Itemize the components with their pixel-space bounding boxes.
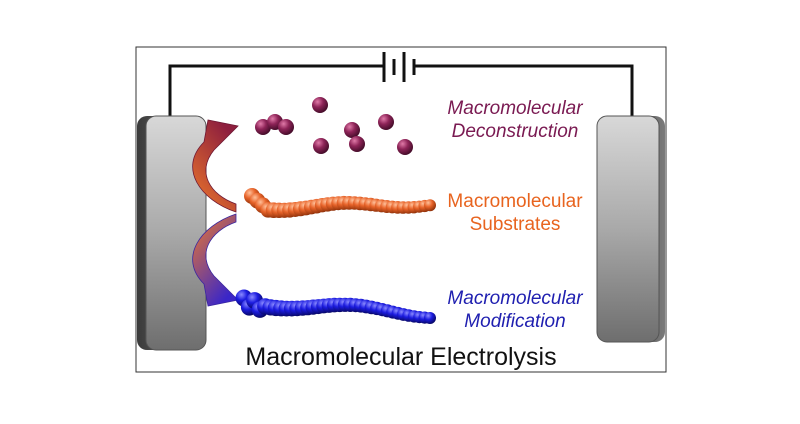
deconstruction-label-line1: Macromolecular [447, 98, 583, 119]
modified-chain [235, 289, 436, 324]
substrates-label-line2: Substrates [469, 214, 561, 235]
circuit-wire [168, 64, 634, 120]
substrates-label: Macromolecular Substrates [420, 190, 610, 236]
fragment-bead [278, 119, 294, 135]
modification-label-line1: Macromolecular [447, 288, 583, 309]
fragment-bead [313, 138, 329, 154]
modified-bead [424, 312, 436, 324]
deconstruction-arrow [192, 119, 239, 213]
right-electrode [596, 115, 665, 343]
deconstruction-label-line2: Deconstruction [451, 121, 579, 142]
fragment-bead [349, 136, 365, 152]
deconstruction-label: Macromolecular Deconstruction [420, 97, 610, 143]
left-electrode [137, 115, 207, 351]
fragment-bead [378, 114, 394, 130]
substrate-chain [244, 188, 436, 218]
fragment-bead [397, 139, 413, 155]
modification-label-line2: Modification [464, 311, 566, 332]
diagram-frame [135, 46, 667, 373]
fragment-bead [255, 119, 271, 135]
modification-arrow [192, 213, 239, 307]
fragment-bead [312, 97, 328, 113]
diagram-title: Macromolecular Electrolysis [245, 343, 557, 371]
fragment-bead [344, 122, 360, 138]
substrates-label-line1: Macromolecular [447, 191, 583, 212]
battery-icon [382, 52, 416, 82]
modification-label: Macromolecular Modification [420, 287, 610, 333]
deconstruction-fragments [255, 97, 413, 155]
substrate-bead [424, 199, 436, 212]
